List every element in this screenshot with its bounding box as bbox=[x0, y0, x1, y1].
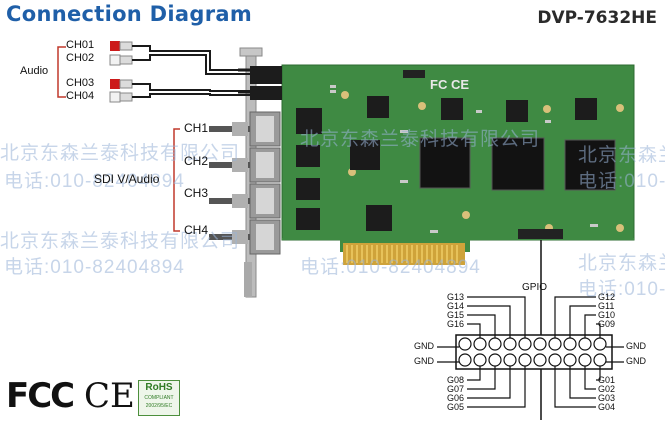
gpio-pin-label: G14 bbox=[447, 301, 465, 311]
watermark-company: 北京东森兰泰科技有限公司 bbox=[578, 145, 665, 166]
audio-channel-label: CH04 bbox=[66, 90, 95, 102]
bnc-cables bbox=[209, 122, 250, 244]
gpio-pin-label: G06 bbox=[447, 393, 465, 403]
gpio-gnd-label: GND bbox=[626, 341, 646, 351]
audio-group-bracket bbox=[57, 46, 66, 98]
sdi-channel-label: CH3 bbox=[184, 186, 209, 200]
rca-plug-ch03 bbox=[110, 79, 133, 89]
audio-connector-top bbox=[250, 66, 282, 84]
gpio-pin-label: G01 bbox=[598, 375, 616, 385]
rca-plug-ch02 bbox=[109, 54, 133, 66]
gpio-pin-label: G15 bbox=[447, 310, 465, 320]
rohs-directive: 2002/95/EC bbox=[145, 403, 173, 409]
audio-channel-label: CH03 bbox=[66, 77, 95, 89]
gpio-pin-label: G12 bbox=[598, 292, 616, 302]
audio-channel-label: CH01 bbox=[66, 39, 95, 51]
audio-connector-bottom bbox=[250, 86, 282, 100]
rohs-title: RoHS bbox=[145, 382, 173, 393]
watermark-phone: 电话:010-82404894 bbox=[4, 171, 185, 192]
bnc-connector-ch2 bbox=[249, 147, 281, 183]
gpio-pinout bbox=[437, 240, 624, 420]
gpio-pin-label: G08 bbox=[447, 375, 465, 385]
sdi-channel-label: CH1 bbox=[184, 121, 209, 135]
watermark-phone: 电话:010-82404894 bbox=[578, 171, 665, 192]
watermark-phone: 电话:010-82404894 bbox=[300, 257, 481, 278]
sdi-channel-label: CH4 bbox=[184, 223, 209, 237]
rca-plug-ch04 bbox=[109, 91, 133, 103]
gpio-pin-label: G07 bbox=[447, 384, 465, 394]
watermark-company: 北京东森兰泰科技有限公司 bbox=[0, 231, 241, 252]
audio-channel-label: CH02 bbox=[66, 52, 95, 64]
rohs-compliant: COMPLIANT bbox=[144, 395, 174, 401]
fcc-logo: FCC bbox=[6, 376, 75, 416]
sdi-group-label: SDI V/Audio bbox=[94, 172, 160, 186]
sdi-group-bracket bbox=[173, 128, 180, 232]
watermark-phone: 电话:010-82404894 bbox=[578, 279, 665, 300]
bnc-connector-ch4 bbox=[249, 219, 281, 255]
gpio-pin-label: G09 bbox=[598, 319, 616, 329]
gpio-gnd-label: GND bbox=[626, 356, 646, 366]
board-marking: FC CE bbox=[430, 77, 469, 92]
bnc-connector-ch3 bbox=[249, 183, 281, 219]
gpio-pin-label: G11 bbox=[598, 301, 615, 311]
watermark-company: 北京东森兰泰科技有限公司 bbox=[0, 143, 241, 164]
rca-plug-ch01 bbox=[110, 41, 133, 51]
ce-logo: CE bbox=[84, 376, 135, 416]
gpio-pin-label: G02 bbox=[598, 384, 616, 394]
gpio-pin-label: G04 bbox=[598, 402, 616, 412]
page-title: Connection Diagram bbox=[6, 2, 252, 26]
gpio-pin-label: G16 bbox=[447, 319, 465, 329]
bnc-connector-ch1 bbox=[249, 111, 281, 147]
watermark-company: 北京东森兰泰科技有限公司 bbox=[300, 129, 541, 150]
gpio-label: GPIO bbox=[522, 282, 548, 293]
watermark-company: 北京东森兰泰科技有限公司 bbox=[578, 253, 665, 274]
gpio-gnd-label: GND bbox=[414, 341, 434, 351]
model-number: DVP-7632HE bbox=[537, 8, 657, 28]
gpio-gnd-label: GND bbox=[414, 356, 434, 366]
audio-cables bbox=[132, 45, 250, 98]
audio-group-label: Audio bbox=[20, 65, 49, 77]
gpio-pin-label: G13 bbox=[447, 292, 465, 302]
gpio-pin-label: G10 bbox=[598, 310, 616, 320]
gpio-pin-label: G05 bbox=[447, 402, 465, 412]
watermark-phone: 电话:010-82404894 bbox=[4, 257, 185, 278]
gpio-pin-label: G03 bbox=[598, 393, 616, 403]
rohs-badge: RoHS COMPLIANT 2002/95/EC bbox=[138, 380, 180, 416]
sdi-channel-label: CH2 bbox=[184, 154, 209, 168]
capture-card-pcb: FC CE bbox=[281, 64, 635, 265]
